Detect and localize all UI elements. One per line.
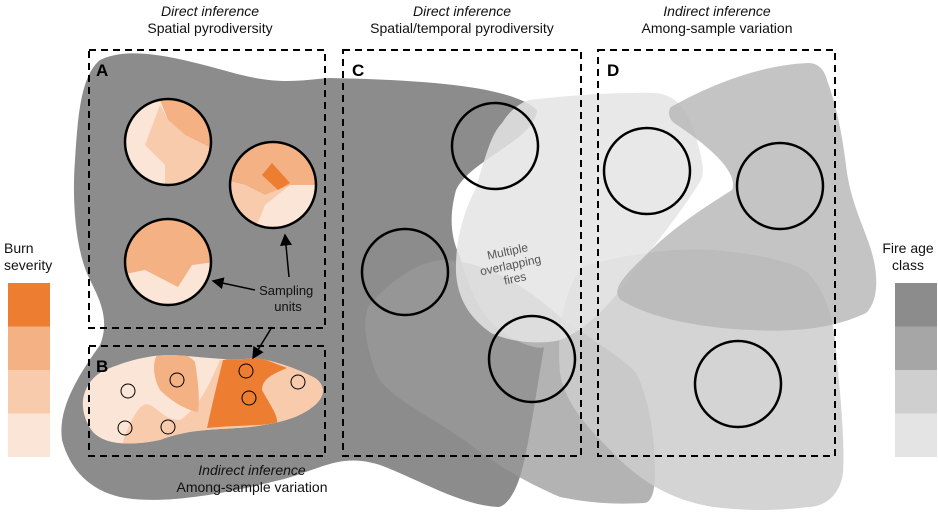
burn-severity-legend: [8, 283, 50, 457]
sampling-units-cd: [360, 101, 825, 429]
fire-age-legend: [895, 283, 937, 457]
panel-label-a: A: [96, 61, 108, 80]
sampling-units-label: Sampling units: [259, 283, 317, 314]
panel-b-box: [88, 345, 326, 457]
fire-age-swatch-1: [895, 283, 937, 327]
fire-polygon-youngest: [455, 92, 703, 343]
panel-label-b: B: [96, 357, 108, 376]
fire-age-swatch-4: [895, 413, 937, 457]
arrow-to-unit-b: [252, 326, 273, 360]
fire-age-swatch-2: [895, 326, 937, 370]
panel-c-box: [342, 49, 582, 457]
sampling-units-b: [117, 363, 306, 436]
panel-a-box: [88, 49, 326, 329]
fire-polygon-intermediate: [617, 63, 877, 331]
header-b-variation: Among-sample variation: [176, 479, 328, 495]
header-b-inference: Indirect inference: [198, 462, 306, 478]
sampling-unit-a1: [125, 99, 211, 185]
sampling-unit-a2: [230, 142, 316, 228]
header-d-variation: Among-sample variation: [641, 20, 793, 36]
header-a-inference: Direct inference: [160, 3, 260, 19]
header-d-inference: Indirect inference: [663, 3, 771, 19]
burn-severity-swatch-1: [8, 283, 50, 327]
arrow-to-unit-a3: [211, 277, 256, 291]
header-c-variation: Spatial/temporal pyrodiversity: [370, 20, 554, 36]
panel-label-c: C: [352, 61, 364, 80]
fire-age-swatch-3: [895, 370, 937, 414]
panel-label-d: D: [607, 61, 619, 80]
burn-severity-swatch-3: [8, 370, 50, 414]
burn-severity-swatch-4: [8, 413, 50, 457]
burn-severity-swatch-2: [8, 326, 50, 370]
header-a-variation: Spatial pyrodiversity: [147, 20, 273, 36]
fire-polygon-mid: [365, 260, 655, 504]
panel-d-box: [597, 49, 836, 457]
arrow-to-unit-a2: [280, 233, 292, 278]
header-c-inference: Direct inference: [412, 3, 512, 19]
